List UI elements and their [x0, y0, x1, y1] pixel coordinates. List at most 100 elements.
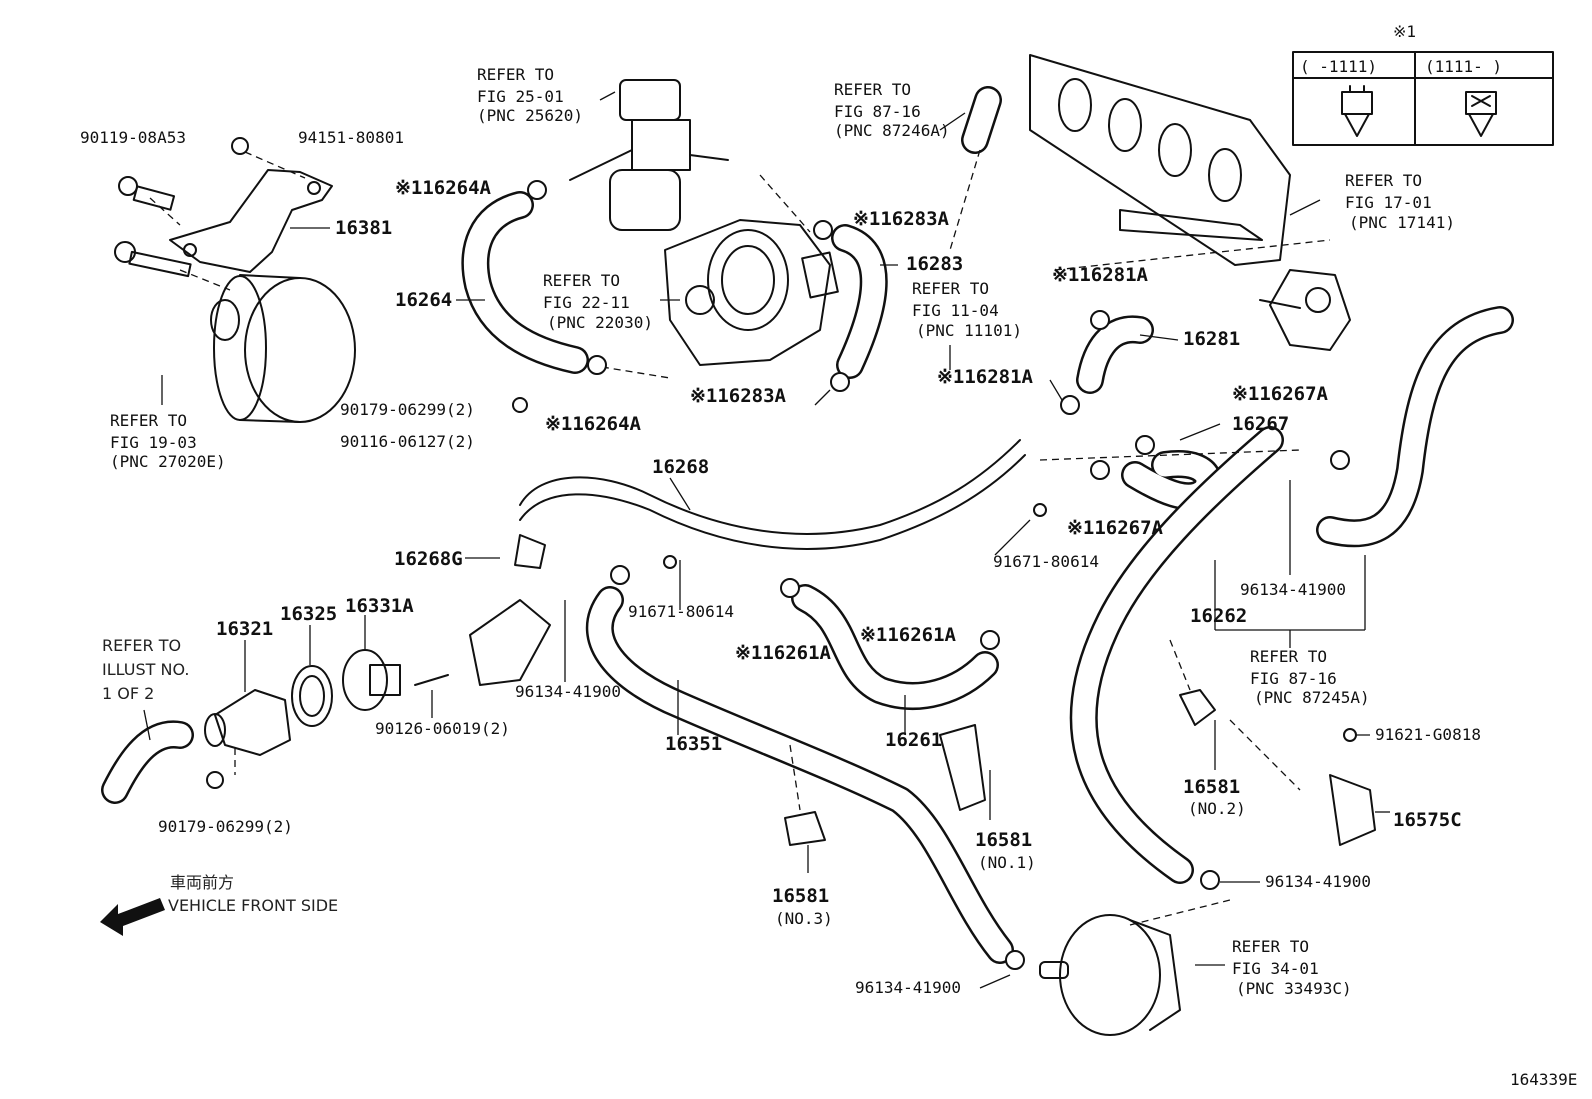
- svg-text:REFER TO: REFER TO: [477, 65, 554, 84]
- svg-text:1 OF 2: 1 OF 2: [102, 684, 154, 703]
- hose-short-87246A: [961, 86, 1002, 154]
- svg-text:FIG 34-01: FIG 34-01: [1232, 959, 1319, 978]
- oil-cooler: [1039, 914, 1181, 1036]
- label-16281A-top: ※116281A: [1052, 264, 1149, 286]
- diagram-id: 164339E: [1510, 1070, 1577, 1089]
- hose-16281: [1076, 315, 1154, 394]
- clamp-type-old-icon: [1341, 85, 1373, 137]
- label-90116-06127: 90116-06127(2): [340, 432, 475, 451]
- label-16581-no1-sub: (NO.1): [978, 853, 1036, 872]
- clamp-type-new-icon: [1465, 91, 1497, 137]
- svg-text:(PNC 27020E): (PNC 27020E): [110, 452, 226, 471]
- label-16351: 16351: [665, 733, 722, 755]
- ref-fig-25-01: REFER TO FIG 25-01 (PNC 25620): [477, 65, 583, 125]
- ref-illust: REFER TO ILLUST NO. 1 OF 2: [102, 636, 189, 703]
- label-16581-no1: 16581: [975, 829, 1032, 851]
- bracket-16575C: [1329, 774, 1376, 846]
- small-clamps: [512, 180, 1357, 970]
- svg-text:REFER TO: REFER TO: [912, 279, 989, 298]
- label-90179-06299-bottom: 90179-06299(2): [158, 817, 293, 836]
- label-16268G: 16268G: [394, 548, 463, 570]
- front-direction-arrow: [100, 898, 165, 936]
- label-16325: 16325: [280, 603, 337, 625]
- svg-text:(PNC 22030): (PNC 22030): [547, 313, 653, 332]
- ref-fig-34-01: REFER TO FIG 34-01 (PNC 33493C): [1232, 937, 1352, 998]
- throttle-area: [569, 79, 839, 366]
- label-94151-80801: 94151-80801: [298, 128, 404, 147]
- svg-text:REFER TO: REFER TO: [1232, 937, 1309, 956]
- ref-fig-87-16-a: REFER TO FIG 87-16 (PNC 87246A): [834, 80, 950, 140]
- bolt-lower: [128, 250, 192, 278]
- label-16283: 16283: [906, 253, 963, 275]
- label-16268: 16268: [652, 456, 709, 478]
- svg-text:FIG 87-16: FIG 87-16: [1250, 669, 1337, 688]
- hose-87245A: [1316, 306, 1514, 548]
- label-16281: 16281: [1183, 328, 1240, 350]
- legend-mark: ※1: [1393, 22, 1416, 41]
- legend-col-after: (1111- ): [1425, 57, 1502, 76]
- ref-fig-19-03: REFER TO FIG 19-03 (PNC 27020E): [110, 411, 226, 471]
- gasket-16325: [291, 665, 333, 727]
- label-16381: 16381: [335, 217, 392, 239]
- intake-manifold: [1029, 54, 1351, 351]
- direction-english: VEHICLE FRONT SIDE: [168, 896, 338, 915]
- label-16581-no3-sub: (NO.3): [775, 909, 833, 928]
- hose-16261: [791, 584, 999, 710]
- svg-text:(PNC 11101): (PNC 11101): [916, 321, 1022, 340]
- svg-text:FIG 87-16: FIG 87-16: [834, 102, 921, 121]
- alternator-assembly: [114, 137, 356, 423]
- label-96134-41900-lower: 96134-41900: [1265, 872, 1371, 891]
- label-91621-G0818: 91621-G0818: [1375, 725, 1481, 744]
- label-91671-80614-mid: 91671-80614: [628, 602, 734, 621]
- ref-fig-11-04: REFER TO FIG 11-04 (PNC 11101): [912, 279, 1022, 340]
- label-90119-08A53: 90119-08A53: [80, 128, 186, 147]
- label-96134-41900-mid: 96134-41900: [515, 682, 621, 701]
- label-16264: 16264: [395, 289, 452, 311]
- label-16264A-bottom: ※116264A: [545, 413, 642, 435]
- svg-text:FIG 19-03: FIG 19-03: [110, 433, 197, 452]
- label-16262: 16262: [1190, 605, 1247, 627]
- legend-box: ※1 ( -1111) (1111- ): [1292, 22, 1554, 146]
- label-16261A-left: ※116261A: [735, 642, 832, 664]
- hose-16264: [461, 191, 589, 374]
- ref-fig-87-16-b: REFER TO FIG 87-16 (PNC 87245A): [1250, 647, 1370, 707]
- label-96134-41900-bottom: 96134-41900: [855, 978, 961, 997]
- svg-text:FIG 22-11: FIG 22-11: [543, 293, 630, 312]
- svg-text:FIG 11-04: FIG 11-04: [912, 301, 999, 320]
- label-16283A-bottom: ※116283A: [690, 385, 787, 407]
- label-16581-no2: 16581: [1183, 776, 1240, 798]
- svg-text:REFER TO: REFER TO: [1345, 171, 1422, 190]
- svg-text:REFER TO: REFER TO: [543, 271, 620, 290]
- alternator-body: [244, 277, 356, 423]
- label-96134-41900-right: 96134-41900: [1240, 580, 1346, 599]
- svg-text:REFER TO: REFER TO: [834, 80, 911, 99]
- svg-text:(PNC 25620): (PNC 25620): [477, 106, 583, 125]
- label-16267A-bottom: ※116267A: [1067, 517, 1164, 539]
- svg-text:(PNC 33493C): (PNC 33493C): [1236, 979, 1352, 998]
- svg-text:FIG 25-01: FIG 25-01: [477, 87, 564, 106]
- label-16581-no2-sub: (NO.2): [1188, 799, 1246, 818]
- legend-col-before: ( -1111): [1300, 57, 1377, 76]
- hose-16262: [1069, 426, 1284, 884]
- label-16261A-right: ※116261A: [860, 624, 957, 646]
- housing: [469, 599, 551, 686]
- direction-japanese: 車両前方: [170, 873, 234, 892]
- label-16575C: 16575C: [1393, 809, 1462, 831]
- label-91671-80614-right: 91671-80614: [993, 552, 1099, 571]
- svg-text:REFER TO: REFER TO: [110, 411, 187, 430]
- svg-text:(PNC 17141): (PNC 17141): [1349, 213, 1455, 232]
- ref-fig-17-01: REFER TO FIG 17-01 (PNC 17141): [1345, 171, 1455, 232]
- hose-16283: [831, 224, 888, 379]
- label-16261: 16261: [885, 729, 942, 751]
- label-16267: 16267: [1232, 413, 1289, 435]
- label-90126-06019: 90126-06019(2): [375, 719, 510, 738]
- ref-fig-22-11: REFER TO FIG 22-11 (PNC 22030): [543, 271, 653, 332]
- clamp-16581-no3: [784, 811, 826, 846]
- bolt-90119: [132, 185, 176, 211]
- label-16283A-top: ※116283A: [853, 208, 950, 230]
- hose-16351: [585, 586, 1014, 964]
- valve-25620: [619, 79, 681, 121]
- throttle-body: [664, 219, 831, 366]
- label-16281A-bottom: ※116281A: [937, 366, 1034, 388]
